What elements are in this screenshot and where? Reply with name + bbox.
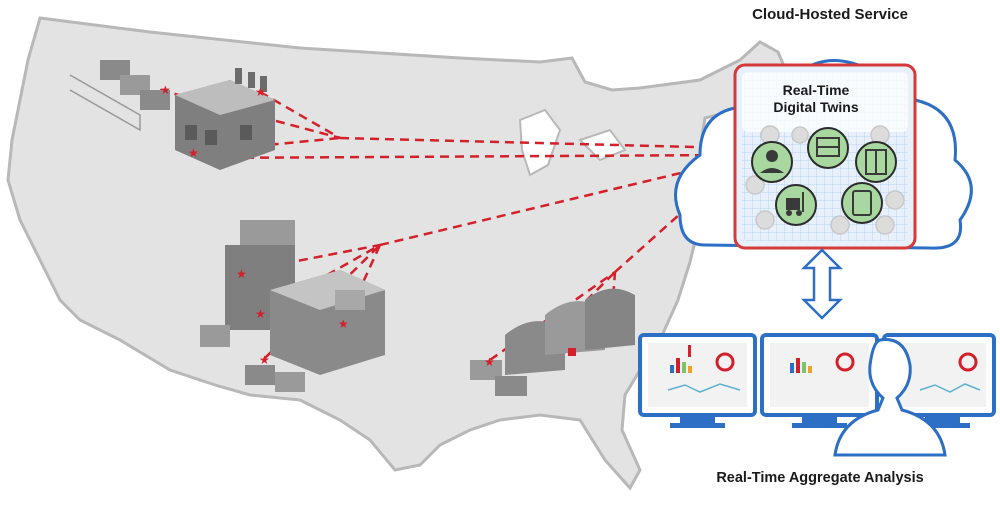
monitor-2 [760,333,879,428]
svg-text:★: ★ [255,85,266,99]
digital-twins-title-line2: Digital Twins [773,99,859,115]
svg-text:★: ★ [259,353,270,367]
svg-text:★: ★ [338,317,349,331]
distribution-site: ★ ★ ★ ★ [200,220,385,392]
cloud-service-title: Cloud-Hosted Service [752,6,908,23]
pallet-racks-icon [855,141,897,183]
forklift-icon [775,184,817,226]
digital-twins-title-line1: Real-Time [782,82,850,98]
svg-text:★: ★ [484,355,495,369]
digital-twins-title: Real-Time Digital Twins [742,82,890,116]
tablet-icon [841,182,883,224]
svg-text:★: ★ [160,83,171,97]
analyst-silhouette [833,338,947,457]
person-icon [751,141,793,183]
truck-icon [807,127,849,169]
sync-arrow [800,248,844,320]
svg-text:★: ★ [188,146,199,160]
svg-text:★: ★ [255,307,266,321]
great-lakes [518,108,627,177]
aggregate-analysis-title: Real-Time Aggregate Analysis [716,470,924,486]
svg-text:★: ★ [236,267,247,281]
factory-site: ★ ★ ★ [69,60,275,170]
warehouse-site: ★ [470,288,635,396]
monitor-1 [638,333,757,428]
